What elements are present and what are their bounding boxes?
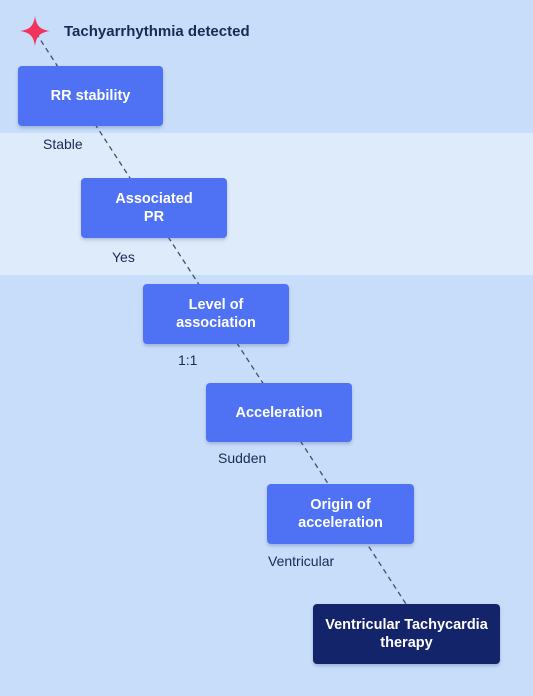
branch-label-1-1: 1:1 — [178, 352, 198, 368]
node-label: Level of association — [176, 297, 256, 331]
node-level-of-association: Level of association — [143, 284, 289, 344]
node-label: Acceleration — [235, 404, 323, 421]
node-label: Ventricular Tachycardia therapy — [325, 617, 488, 651]
node-rr-stability: RR stability — [18, 66, 163, 126]
branch-label-yes: Yes — [112, 249, 135, 265]
branch-label-ventricular: Ventricular — [268, 553, 335, 569]
branch-label-stable: Stable — [43, 136, 83, 152]
start-label: Tachyarrhythmia detected — [64, 23, 250, 40]
node-label: Origin of acceleration — [298, 497, 383, 531]
node-ventricular-tachycardia-therapy: Ventricular Tachycardia therapy — [313, 604, 500, 664]
branch-label-sudden: Sudden — [218, 450, 267, 466]
node-label: Associated PR — [115, 191, 193, 225]
node-acceleration: Acceleration — [206, 383, 352, 442]
node-label: RR stability — [50, 88, 131, 104]
node-origin-of-acceleration: Origin of acceleration — [267, 484, 414, 544]
node-associated-pr: Associated PR — [81, 178, 227, 238]
four-point-star-icon — [20, 16, 50, 46]
